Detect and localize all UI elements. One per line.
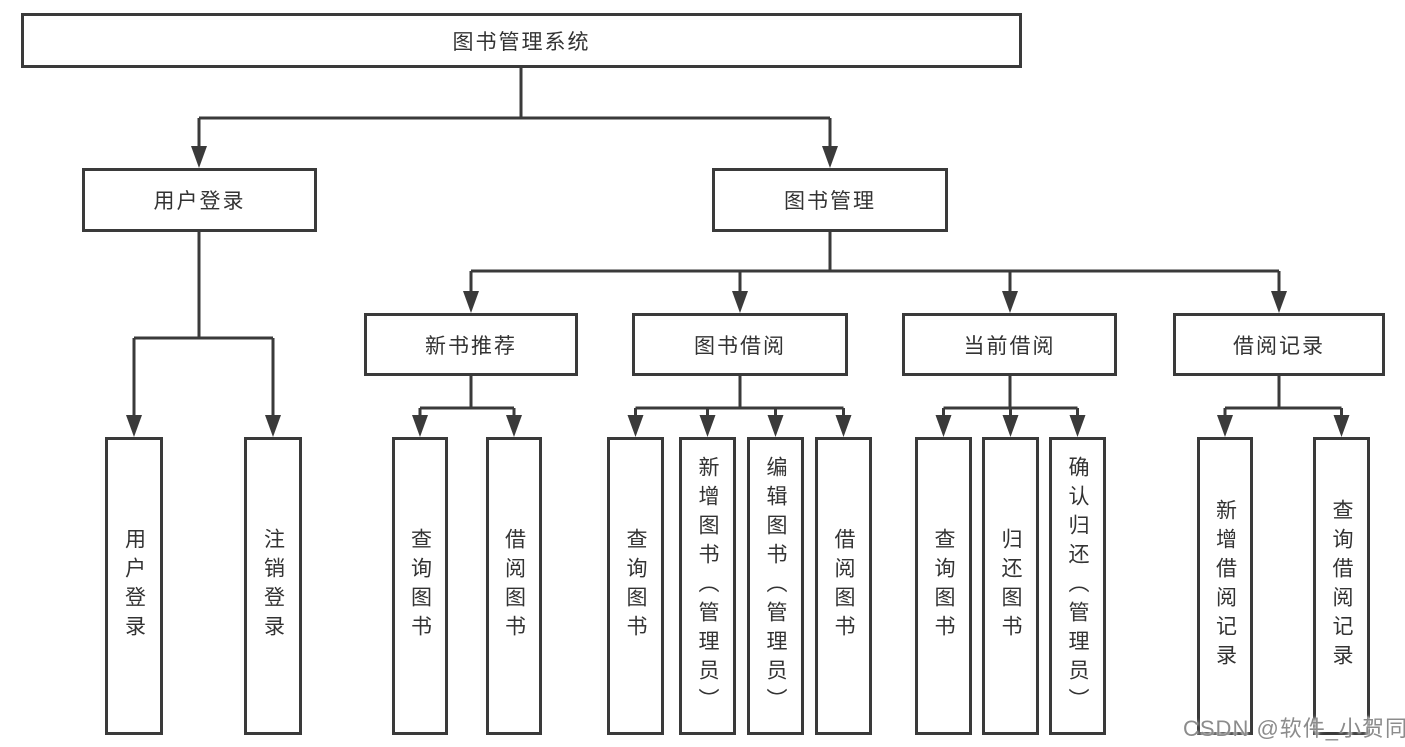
arrow-down-icon bbox=[506, 415, 522, 437]
node-book-borrow: 图书借阅 bbox=[632, 313, 848, 376]
connector-bookborrow-to-leaves bbox=[634, 376, 845, 419]
arrow-down-icon bbox=[767, 415, 784, 437]
leaf-br-query-record-label: 查询借阅记录 bbox=[1330, 499, 1353, 673]
leaf-br-query-record: 查询借阅记录 bbox=[1313, 437, 1370, 735]
leaf-cb-return-book: 归还图书 bbox=[982, 437, 1039, 735]
node-book-management-label: 图书管理 bbox=[784, 190, 876, 213]
arrow-down-icon bbox=[935, 415, 952, 437]
node-root: 图书管理系统 bbox=[21, 13, 1022, 68]
node-new-book-recommend: 新书推荐 bbox=[364, 313, 578, 376]
leaf-nbr-query-book: 查询图书 bbox=[392, 437, 448, 735]
leaf-user-login-label: 用户登录 bbox=[122, 528, 146, 644]
arrow-down-icon bbox=[822, 146, 838, 168]
leaf-bb-add-book-label: 新增图书（管理员） bbox=[696, 455, 719, 717]
node-user-login-group-label: 用户登录 bbox=[153, 190, 246, 213]
leaf-br-add-record-label: 新增借阅记录 bbox=[1213, 499, 1237, 673]
node-current-borrow: 当前借阅 bbox=[902, 313, 1117, 376]
leaf-cb-query-book: 查询图书 bbox=[915, 437, 972, 735]
leaf-br-add-record: 新增借阅记录 bbox=[1197, 437, 1253, 735]
node-book-borrow-label: 图书借阅 bbox=[694, 334, 786, 358]
leaf-cb-return-book-label: 归还图书 bbox=[999, 528, 1022, 644]
connector-borrowrecords-to-leaves bbox=[1223, 376, 1343, 419]
arrow-down-icon bbox=[126, 415, 142, 437]
leaf-logout-label: 注销登录 bbox=[261, 528, 285, 644]
arrow-down-icon bbox=[265, 415, 281, 437]
arrow-down-icon bbox=[699, 415, 716, 437]
arrow-down-icon bbox=[627, 415, 644, 437]
leaf-nbr-query-book-label: 查询图书 bbox=[408, 528, 432, 644]
arrow-down-icon bbox=[1217, 415, 1233, 437]
leaf-nbr-borrow-book-label: 借阅图书 bbox=[502, 528, 526, 644]
leaf-logout: 注销登录 bbox=[244, 437, 302, 735]
leaf-user-login: 用户登录 bbox=[105, 437, 163, 735]
arrow-down-icon bbox=[1002, 415, 1019, 437]
node-book-management: 图书管理 bbox=[712, 168, 948, 232]
arrow-down-icon bbox=[1271, 291, 1287, 313]
arrow-down-icon bbox=[1069, 415, 1086, 437]
leaf-bb-borrow-book-label: 借阅图书 bbox=[832, 528, 855, 644]
leaf-bb-query-book-label: 查询图书 bbox=[624, 528, 647, 644]
arrow-down-icon bbox=[732, 291, 748, 313]
leaf-bb-add-book: 新增图书（管理员） bbox=[679, 437, 736, 735]
leaf-cb-confirm-return: 确认归还（管理员） bbox=[1049, 437, 1106, 735]
arrow-down-icon bbox=[1002, 291, 1018, 313]
node-borrow-records-label: 借阅记录 bbox=[1233, 334, 1325, 358]
arrowheads bbox=[126, 146, 1350, 437]
arrow-down-icon bbox=[191, 146, 207, 168]
leaf-nbr-borrow-book: 借阅图书 bbox=[486, 437, 542, 735]
connector-newbookrec-to-leaves bbox=[418, 376, 516, 419]
connector-currentborrow-to-leaves bbox=[942, 376, 1079, 419]
leaf-cb-confirm-return-label: 确认归还（管理员） bbox=[1066, 455, 1089, 717]
node-new-book-recommend-label: 新书推荐 bbox=[425, 334, 517, 358]
leaf-cb-query-book-label: 查询图书 bbox=[932, 528, 955, 644]
arrow-down-icon bbox=[463, 291, 479, 313]
leaf-bb-edit-book-label: 编辑图书（管理员） bbox=[764, 455, 787, 717]
leaf-bb-edit-book: 编辑图书（管理员） bbox=[747, 437, 804, 735]
watermark: CSDN @软件_小贺同学 bbox=[1183, 716, 1405, 741]
node-root-label: 图书管理系统 bbox=[452, 30, 591, 54]
arrow-down-icon bbox=[412, 415, 428, 437]
connector-bookmgmt-to-level3 bbox=[469, 232, 1281, 295]
arrow-down-icon bbox=[1333, 415, 1350, 437]
node-user-login-group: 用户登录 bbox=[82, 168, 317, 232]
connector-login-to-leaves bbox=[132, 232, 275, 419]
leaf-bb-borrow-book: 借阅图书 bbox=[815, 437, 872, 735]
connector-root-to-level2 bbox=[197, 68, 832, 150]
node-borrow-records: 借阅记录 bbox=[1173, 313, 1385, 376]
node-current-borrow-label: 当前借阅 bbox=[963, 334, 1056, 358]
arrow-down-icon bbox=[835, 415, 852, 437]
leaf-bb-query-book: 查询图书 bbox=[607, 437, 664, 735]
